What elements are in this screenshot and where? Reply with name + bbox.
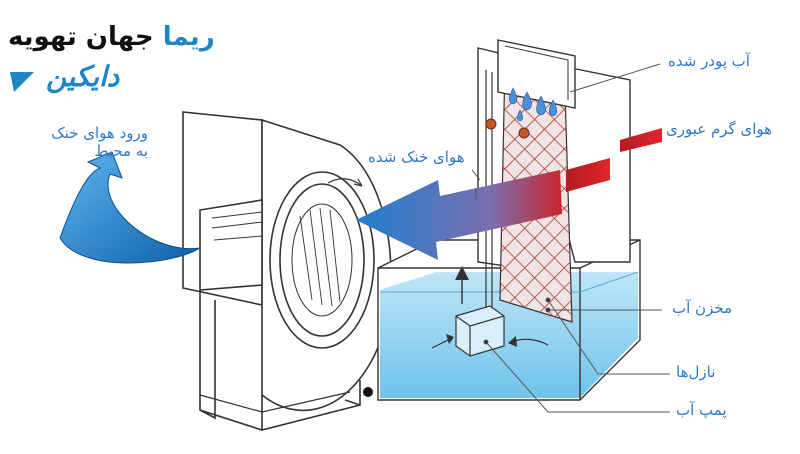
- label-hot-air: هوای گرم عبوری: [666, 120, 773, 138]
- blower-inlet-ring-inner: [279, 183, 365, 337]
- brand-logo-primary: ریما جهان تهویه: [8, 22, 215, 52]
- leader-lines: [471, 63, 670, 413]
- water-surface: [380, 272, 638, 398]
- water-reservoir: [377, 239, 641, 401]
- intake-air-arrow: [59, 151, 201, 264]
- label-pump: پمپ آب: [676, 401, 727, 419]
- label-nozzles: نازل‌ها: [676, 363, 716, 381]
- cool-air-arrow: [356, 170, 562, 260]
- blower-fan: [182, 111, 392, 431]
- label-intake: ورود هوای خنک به محیط: [51, 124, 148, 160]
- brand-logo-blue: ریما: [162, 22, 215, 52]
- water-pump: [431, 266, 549, 357]
- label-cool-air: هوای خنک شده: [368, 148, 465, 166]
- brand-logo-secondary: دایکین: [46, 60, 120, 93]
- brand-mark-icon: [10, 72, 34, 92]
- blower-outlet: [199, 199, 263, 291]
- blower-inlet-ring-outer: [269, 171, 375, 349]
- brand-logo-dark: جهان تهویه: [8, 22, 154, 52]
- hot-air-arrow: [566, 128, 662, 192]
- label-water-spray: آب پودر شده: [668, 52, 750, 70]
- water-drops: [508, 87, 558, 122]
- label-reservoir: مخزن آب: [672, 299, 733, 317]
